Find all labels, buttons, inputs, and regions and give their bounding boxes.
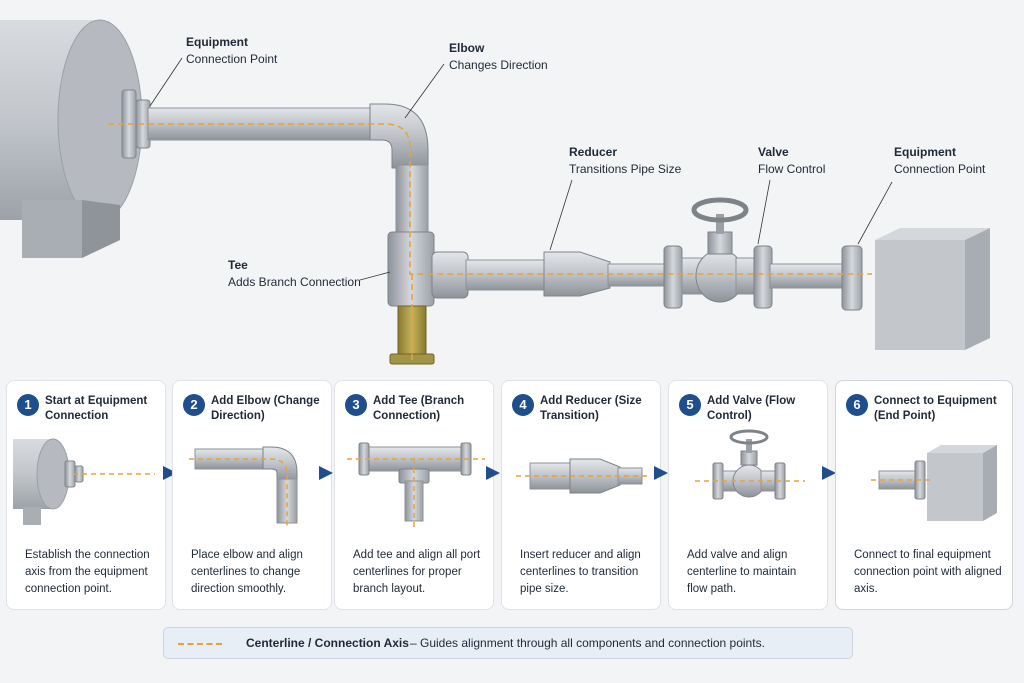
tee-fitting <box>387 231 469 307</box>
step-card-6: 6 Connect to Equipment (End Point) Conne… <box>835 380 1013 610</box>
callout-subtitle: Connection Point <box>894 162 986 176</box>
step-title: Connect to Equipment (End Point) <box>874 395 997 422</box>
step-number-badge: 4 <box>512 394 534 416</box>
callout-title: Equipment <box>186 35 248 49</box>
step-title: Start at Equipment Connection <box>45 395 148 422</box>
step-card-4: 4 Add Reducer (Size Transition) Insert r… <box>501 380 661 610</box>
valve-fitting <box>663 197 773 309</box>
start-flange <box>121 89 151 159</box>
flow-arrow-icon <box>163 466 177 480</box>
pipe-small-1 <box>607 263 669 287</box>
elbow-fitting <box>369 103 429 169</box>
step-title: Add Valve (Flow Control) <box>707 395 796 422</box>
callout-tee: Tee Adds Branch Connection <box>228 257 361 291</box>
step-title: Add Tee (Branch Connection) <box>373 395 465 422</box>
callout-elbow: Elbow Changes Direction <box>449 40 548 74</box>
leader-lines <box>149 57 893 281</box>
step-illustration-tee <box>347 442 485 527</box>
step-title: Add Elbow (Change Direction) <box>211 395 320 422</box>
callout-title: Equipment <box>894 145 956 159</box>
pipe-small-2 <box>769 263 843 289</box>
step-illustration-equipment <box>13 438 155 525</box>
step-illustration-end-equipment <box>871 445 997 521</box>
callout-reducer: Reducer Transitions Pipe Size <box>569 144 681 178</box>
step-description: Place elbow and align centerlines to cha… <box>191 549 303 595</box>
piping-scene <box>0 19 990 365</box>
callout-valve: Valve Flow Control <box>758 144 825 178</box>
legend-description: – Guides alignment through all component… <box>410 636 765 650</box>
step-illustration-reducer <box>516 458 650 494</box>
step-number-badge: 3 <box>345 394 367 416</box>
callout-subtitle: Connection Point <box>186 52 278 66</box>
step-illustration-valve <box>695 429 805 500</box>
callout-title: Valve <box>758 145 789 159</box>
step-description: Add valve and align centerline to mainta… <box>687 549 797 595</box>
callout-title: Elbow <box>449 41 485 55</box>
step-card-5: 5 Add Valve (Flow Control) Add valve and… <box>668 380 828 610</box>
tank-equipment <box>0 19 143 258</box>
callout-subtitle: Changes Direction <box>449 58 548 72</box>
flow-arrow-icon <box>822 466 836 480</box>
step-number-badge: 6 <box>846 394 868 416</box>
callout-subtitle: Flow Control <box>758 162 826 176</box>
centerline-legend-swatch <box>178 643 222 645</box>
callout-title: Tee <box>228 258 248 272</box>
pipe-mid <box>465 259 549 291</box>
callout-equipment-start: Equipment Connection Point <box>186 34 277 68</box>
callout-equipment-end: Equipment Connection Point <box>894 144 985 178</box>
callout-title: Reducer <box>569 145 618 159</box>
pipe-vertical <box>395 164 429 238</box>
flow-arrow-icon <box>486 466 500 480</box>
flow-arrow-icon <box>654 466 668 480</box>
end-flange <box>841 245 863 311</box>
step-illustration-elbow <box>189 446 298 527</box>
step-number-badge: 5 <box>679 394 701 416</box>
end-equipment-box <box>875 228 990 350</box>
legend: Centerline / Connection Axis – Guides al… <box>163 627 853 659</box>
reducer-fitting <box>543 251 611 297</box>
step-card-2: 2 Add Elbow (Change Direction) Place elb… <box>172 380 332 610</box>
legend-title: Centerline / Connection Axis <box>246 636 409 650</box>
step-description: Add tee and align all port centerlines f… <box>353 549 481 595</box>
step-description: Connect to final equipment connection po… <box>854 549 1002 595</box>
step-number-badge: 2 <box>183 394 205 416</box>
step-card-1: 1 Start at Equipment Connection Establis… <box>6 380 166 610</box>
step-description: Insert reducer and align centerlines to … <box>520 549 641 595</box>
step-card-3: 3 Add Tee (Branch Connection) Add tee an… <box>334 380 494 610</box>
step-description: Establish the connection axis from the e… <box>25 549 150 595</box>
callout-subtitle: Adds Branch Connection <box>228 275 361 289</box>
step-number-badge: 1 <box>17 394 39 416</box>
callout-subtitle: Transitions Pipe Size <box>569 162 682 176</box>
step-title: Add Reducer (Size Transition) <box>540 395 642 422</box>
flow-arrow-icon <box>319 466 333 480</box>
